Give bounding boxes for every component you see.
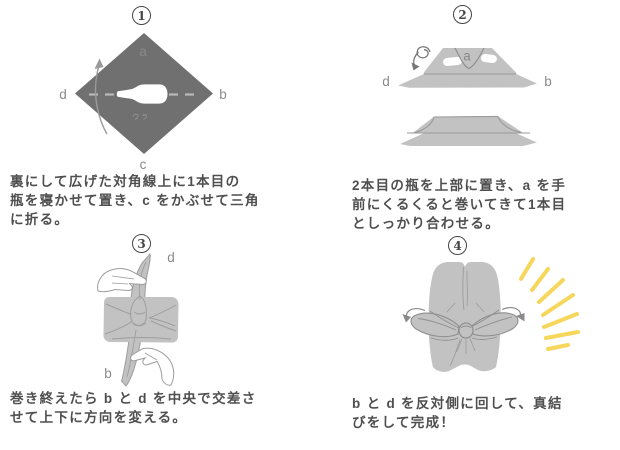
roll-spiral-arrow-icon [413,46,431,67]
step-3-number-text: 3 [137,236,146,251]
hand-lower [130,347,175,386]
tied-bundle-body [428,262,501,372]
step-1-number-text: 1 [137,8,146,23]
corner-a-notch [454,47,485,70]
corner-label-b: b [219,87,227,102]
knot-detail-line [460,325,472,328]
wrap-arrowhead-left [402,314,411,323]
step-4-number: 4 [448,236,467,255]
bundle-crease-lines [104,303,177,340]
bow-band-lines [417,309,513,341]
bottle-glimpse-left [443,56,463,67]
step-4-illustration [402,257,580,372]
step-4-caption: b と d を反対側に回して、真結 びをして完成！ [352,396,563,430]
rotate-arrow-icon [94,65,108,135]
step-1-caption: 裏にして広げた対角線上に1本目の 瓶を寝かせて置き、c をかぶせて三角 に折る。 [10,174,260,227]
corner-label-c: c [140,157,147,172]
step-1-illustration: ウラ a b c d [59,33,227,172]
end-label-b: b [104,366,112,381]
corner-label-a: a [139,44,147,59]
roll-label-d: d [382,74,390,89]
step-3-illustration: d b [97,250,179,387]
knot [458,322,474,339]
step-2-number-text: 2 [458,7,467,22]
step-3-caption: 巻き終えたら b と d を中央で交差さ せて上下に方向を変える。 [10,391,257,425]
corner-label-d: d [59,87,67,102]
roll-spiral-arrowhead [411,62,420,71]
step-2-illustration: a d b [382,46,552,146]
hand-upper [97,268,147,293]
sparkle-rays-icon [519,257,580,351]
bottle-glimpse-right [480,54,497,63]
roll-label-b: b [544,74,552,89]
wrap-arrowhead-right [516,313,525,322]
under-knot-gather-lines [449,338,476,367]
step-4-number-text: 4 [453,238,462,253]
end-label-d: d [167,250,175,265]
back-side-label: ウラ [133,113,150,121]
step-3-number: 3 [132,234,151,253]
step-1-number: 1 [132,6,151,25]
step-2-number: 2 [453,5,472,24]
bundle-seam-lines [446,266,485,313]
hand-lower-finger-lines [144,352,158,361]
wrapped-roll-bottom [400,115,537,146]
step-2-caption: 2本目の瓶を上部に置き、a を手 前にくるくると巻いてきて1本目 としっかり合わ… [352,178,567,231]
roll-label-a: a [463,49,471,64]
hand-upper-finger-lines [111,275,135,285]
wrapped-roll-top: a d b [382,46,552,89]
bottle-silhouette [116,84,168,104]
rotate-arrowhead [94,58,104,69]
